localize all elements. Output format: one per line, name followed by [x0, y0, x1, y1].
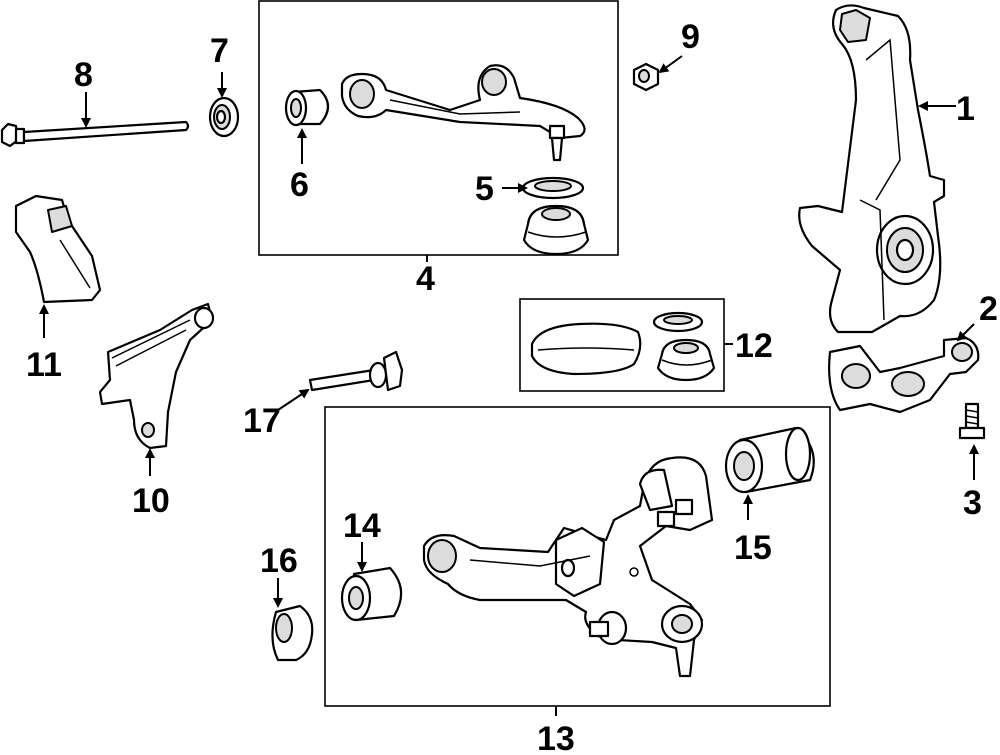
part-9-nut[interactable] [632, 62, 660, 92]
part-3-bolt[interactable] [958, 402, 986, 440]
part-12-seal[interactable] [652, 311, 704, 333]
callout-12: 12 [735, 327, 773, 365]
part-17-bolt[interactable] [308, 350, 404, 392]
part-8-bolt[interactable] [0, 120, 190, 148]
callout-15: 15 [734, 529, 772, 567]
leader-17 [277, 388, 310, 411]
part-13-lower-control-arm[interactable] [422, 456, 714, 678]
part-12-pad[interactable] [530, 322, 642, 376]
lower-control-arm-group-box [324, 406, 831, 707]
part-7-nut[interactable] [208, 96, 240, 138]
callout-11: 11 [26, 346, 62, 384]
callout-14: 14 [343, 507, 381, 545]
part-16-bushing[interactable] [271, 604, 314, 662]
part-5-seal[interactable] [521, 176, 585, 200]
callout-13: 13 [537, 720, 575, 755]
callout-9: 9 [681, 18, 700, 56]
callout-17: 17 [243, 402, 281, 440]
part-4-upper-control-arm[interactable] [340, 64, 586, 162]
part-14-bushing[interactable] [340, 566, 403, 622]
part-10-bracket[interactable] [98, 302, 215, 450]
callout-10: 10 [132, 482, 170, 520]
callout-1: 1 [956, 90, 975, 128]
part-2-bracket[interactable] [828, 336, 980, 414]
leader-9 [658, 55, 683, 74]
part-12-boot[interactable] [656, 338, 716, 382]
callout-6: 6 [290, 166, 309, 204]
part-4-boot[interactable] [522, 204, 590, 256]
upper-control-arm-group-box [258, 0, 619, 256]
part-6-bushing[interactable] [284, 88, 330, 127]
callout-2: 2 [979, 290, 998, 328]
callout-5: 5 [475, 170, 494, 208]
part-1-steering-knuckle[interactable] [798, 4, 946, 334]
callout-8: 8 [74, 56, 93, 94]
leader-2 [956, 323, 975, 342]
part-11-bracket[interactable] [14, 194, 102, 304]
callout-16: 16 [260, 542, 298, 580]
callout-3: 3 [963, 484, 982, 522]
part-15-bushing[interactable] [724, 426, 815, 494]
callout-4: 4 [416, 260, 435, 298]
callout-7: 7 [210, 32, 229, 70]
